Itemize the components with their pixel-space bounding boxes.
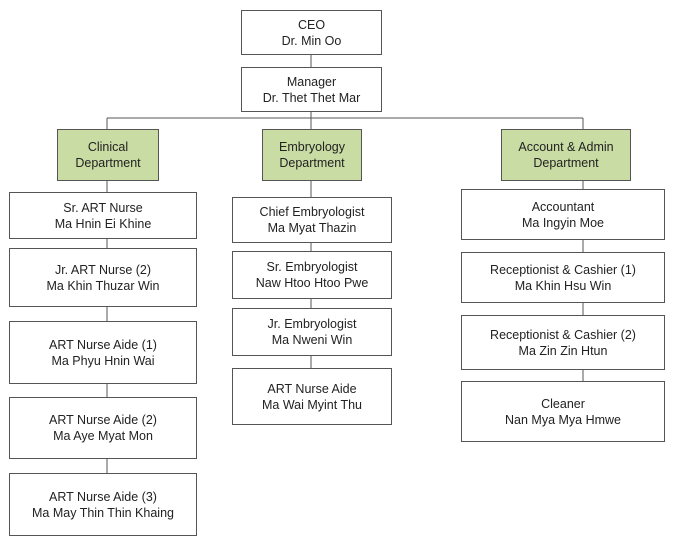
staff-box-jr-art-nurse: Jr. ART Nurse (2) Ma Khin Thuzar Win: [9, 248, 197, 307]
clinical-department-box: Clinical Department: [57, 129, 159, 181]
department-label: Department: [75, 156, 141, 170]
staff-name: Ma Wai Myint Thu: [261, 397, 363, 412]
staff-box-receptionist-cashier-1: Receptionist & Cashier (1) Ma Khin Hsu W…: [461, 252, 665, 303]
staff-name: Ma Nweni Win: [271, 333, 353, 347]
staff-name: Ma May Thin Thin Khaing: [32, 505, 174, 520]
department-label: Account & Admin: [518, 140, 614, 154]
department-label: Embryology: [279, 140, 345, 154]
staff-box-sr-art-nurse: Sr. ART Nurse Ma Hnin Ei Khine: [9, 192, 197, 239]
department-label: Department: [279, 156, 345, 170]
staff-name: Ma Khin Thuzar Win: [46, 278, 160, 293]
staff-name: Ma Aye Myat Mon: [53, 429, 153, 443]
staff-role: ART Nurse Aide (1): [49, 337, 157, 352]
staff-role: Accountant: [531, 199, 595, 214]
manager-box: Manager Dr. Thet Thet Mar: [241, 67, 382, 112]
staff-role: Cleaner: [541, 396, 585, 411]
staff-name: Ma Hnin Ei Khine: [54, 216, 152, 231]
staff-box-art-nurse-aide: ART Nurse Aide Ma Wai Myint Thu: [232, 368, 392, 425]
staff-name: Naw Htoo Htoo Pwe: [255, 276, 369, 290]
staff-role: Receptionist & Cashier (2): [490, 327, 636, 342]
staff-box-art-nurse-aide-3: ART Nurse Aide (3) Ma May Thin Thin Khai…: [9, 473, 197, 536]
manager-role: Manager: [286, 74, 337, 89]
staff-role: ART Nurse Aide (3): [49, 489, 157, 504]
ceo-name: Dr. Min Oo: [281, 33, 342, 48]
staff-role: ART Nurse Aide (2): [49, 413, 157, 427]
staff-name: Ma Myat Thazin: [267, 221, 357, 235]
staff-role: Sr. Embryologist: [266, 260, 358, 274]
staff-name: Ma Zin Zin Htun: [518, 343, 608, 358]
staff-box-chief-embryologist: Chief Embryologist Ma Myat Thazin: [232, 197, 392, 243]
department-label: Clinical: [87, 140, 129, 154]
account-admin-department-box: Account & Admin Department: [501, 129, 631, 181]
staff-name: Nan Mya Mya Hmwe: [505, 412, 621, 427]
manager-name: Dr. Thet Thet Mar: [262, 90, 361, 105]
staff-box-cleaner: Cleaner Nan Mya Mya Hmwe: [461, 381, 665, 442]
ceo-role: CEO: [297, 17, 326, 32]
staff-role: Jr. Embryologist: [267, 317, 357, 331]
staff-box-sr-embryologist: Sr. Embryologist Naw Htoo Htoo Pwe: [232, 251, 392, 299]
staff-role: Jr. ART Nurse (2): [54, 262, 152, 277]
staff-box-accountant: Accountant Ma Ingyin Moe: [461, 189, 665, 240]
staff-box-receptionist-cashier-2: Receptionist & Cashier (2) Ma Zin Zin Ht…: [461, 315, 665, 370]
staff-box-jr-embryologist: Jr. Embryologist Ma Nweni Win: [232, 308, 392, 356]
staff-role: Chief Embryologist: [259, 205, 365, 219]
staff-role: Receptionist & Cashier (1): [490, 262, 636, 277]
embryology-department-box: Embryology Department: [262, 129, 362, 181]
staff-name: Ma Ingyin Moe: [522, 215, 604, 230]
staff-role: ART Nurse Aide: [267, 381, 357, 396]
staff-name: Ma Khin Hsu Win: [514, 278, 612, 293]
staff-name: Ma Phyu Hnin Wai: [51, 353, 155, 368]
staff-role: Sr. ART Nurse: [63, 200, 143, 215]
staff-box-art-nurse-aide-1: ART Nurse Aide (1) Ma Phyu Hnin Wai: [9, 321, 197, 384]
staff-box-art-nurse-aide-2: ART Nurse Aide (2) Ma Aye Myat Mon: [9, 397, 197, 459]
department-label: Department: [533, 156, 599, 170]
ceo-box: CEO Dr. Min Oo: [241, 10, 382, 55]
